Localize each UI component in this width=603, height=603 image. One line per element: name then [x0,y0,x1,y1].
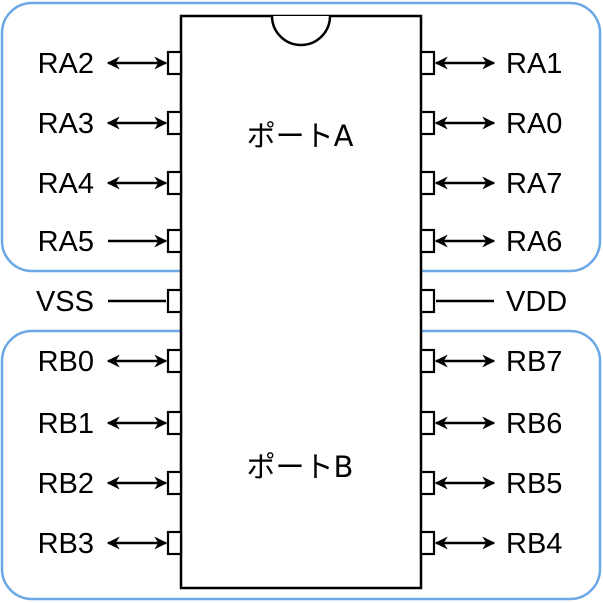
pin-label: RB7 [506,346,562,378]
pin-rb1: RB1 [38,408,183,440]
pin-rb2: RB2 [38,468,183,500]
pin-box [166,348,183,374]
pin-rb4: RB4 [419,528,562,560]
pin-box [419,348,436,374]
pin-box [419,288,436,314]
pin-box [419,110,436,136]
pin-box [166,170,183,196]
pin-label: RB3 [38,528,94,560]
pin-label: RB2 [38,468,94,500]
ic-chip-body [179,14,423,590]
pin-ra0: RA0 [419,108,562,140]
pin-box [166,288,183,314]
pin-label: RB1 [38,408,94,440]
pin-label: RB4 [506,528,562,560]
pin-label: RB6 [506,408,562,440]
pin-rb6: RB6 [419,408,562,440]
pin-rb3: RB3 [38,528,183,560]
port-a-label: ポートA [247,119,354,153]
pin-box [166,228,183,254]
pin-box [419,170,436,196]
pin-rb7: RB7 [419,346,562,378]
pin-ra5: RA5 [38,226,183,258]
pin-box [166,530,183,556]
pin-label: RA6 [506,226,562,258]
pin-box [419,470,436,496]
pin-label: RB0 [38,346,94,378]
pin-ra2: RA2 [38,48,183,80]
pin-box [166,50,183,76]
chip-outline [179,14,423,590]
pin-label: RA0 [506,108,562,140]
pin-label: VDD [506,286,567,318]
pin-label: RA7 [506,168,562,200]
pin-rb0: RB0 [38,346,183,378]
pin-box [166,110,183,136]
pin-vss: VSS [36,286,183,318]
pin-rb5: RB5 [419,468,562,500]
chip-notch [270,15,332,47]
pin-box [419,228,436,254]
pin-label: RA5 [38,226,94,258]
pin-box [419,50,436,76]
pin-label: RA4 [38,168,94,200]
pin-label: RA3 [38,108,94,140]
pin-label: RA1 [506,48,562,80]
pin-label: RA2 [38,48,94,80]
pin-box [419,410,436,436]
pin-box [166,410,183,436]
pin-ra6: RA6 [419,226,562,258]
port-b-label: ポートB [247,450,354,484]
pin-box [166,470,183,496]
pin-box [419,530,436,556]
pin-ra4: RA4 [38,168,183,200]
pin-ra7: RA7 [419,168,562,200]
pin-vdd: VDD [419,286,567,318]
pin-label: RB5 [506,468,562,500]
pin-label: VSS [36,286,94,318]
pin-ra3: RA3 [38,108,183,140]
pin-ra1: RA1 [419,48,562,80]
